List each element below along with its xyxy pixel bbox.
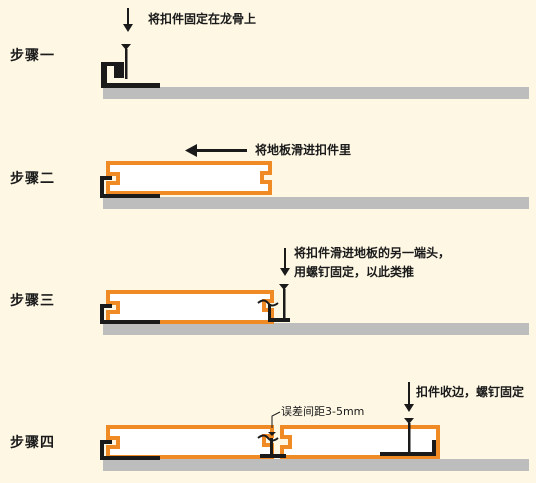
middle-clip	[257, 432, 286, 458]
joist-bar	[103, 459, 529, 471]
step1-label: 步骤一	[10, 48, 55, 64]
step2-note: 将地板滑进扣件里	[255, 143, 352, 157]
start-clip	[100, 176, 160, 198]
start-clip	[101, 62, 160, 88]
floor-board	[106, 161, 272, 195]
down-arrow-icon	[404, 382, 414, 412]
joist-bar	[103, 197, 529, 209]
gap-note: 误差间距3-5mm	[281, 405, 365, 418]
step4-note: 扣件收边，螺钉固定	[416, 385, 525, 399]
step4-graphic	[100, 382, 529, 471]
screw-icon	[279, 284, 289, 319]
floor-board	[106, 290, 274, 324]
step2-label: 步骤二	[10, 171, 55, 187]
end-clip	[380, 440, 436, 456]
floor-board-left	[106, 425, 274, 459]
step2-graphic	[100, 144, 529, 209]
joist-bar	[103, 323, 529, 335]
floor-board-right	[280, 425, 440, 459]
step4-label: 步骤四	[10, 435, 55, 451]
down-arrow-icon	[280, 248, 290, 276]
screw-icon	[121, 44, 131, 79]
step3-graphic	[100, 248, 529, 335]
step3-note-line2: 用螺钉固定，以此类推	[294, 265, 415, 279]
middle-clip	[257, 299, 290, 322]
gap-marker	[271, 411, 281, 428]
step1-graphic	[101, 8, 529, 99]
start-clip	[100, 304, 160, 324]
left-arrow-icon	[185, 144, 247, 157]
start-clip	[100, 440, 160, 460]
screw-icon	[404, 418, 414, 455]
joist-bar	[103, 87, 529, 99]
step3-label: 步骤三	[10, 293, 55, 309]
down-arrow-icon	[123, 8, 133, 32]
step3-note-line1: 将扣件滑进地板的另一端头，	[294, 246, 451, 260]
step1-note: 将扣件固定在龙骨上	[148, 12, 257, 26]
